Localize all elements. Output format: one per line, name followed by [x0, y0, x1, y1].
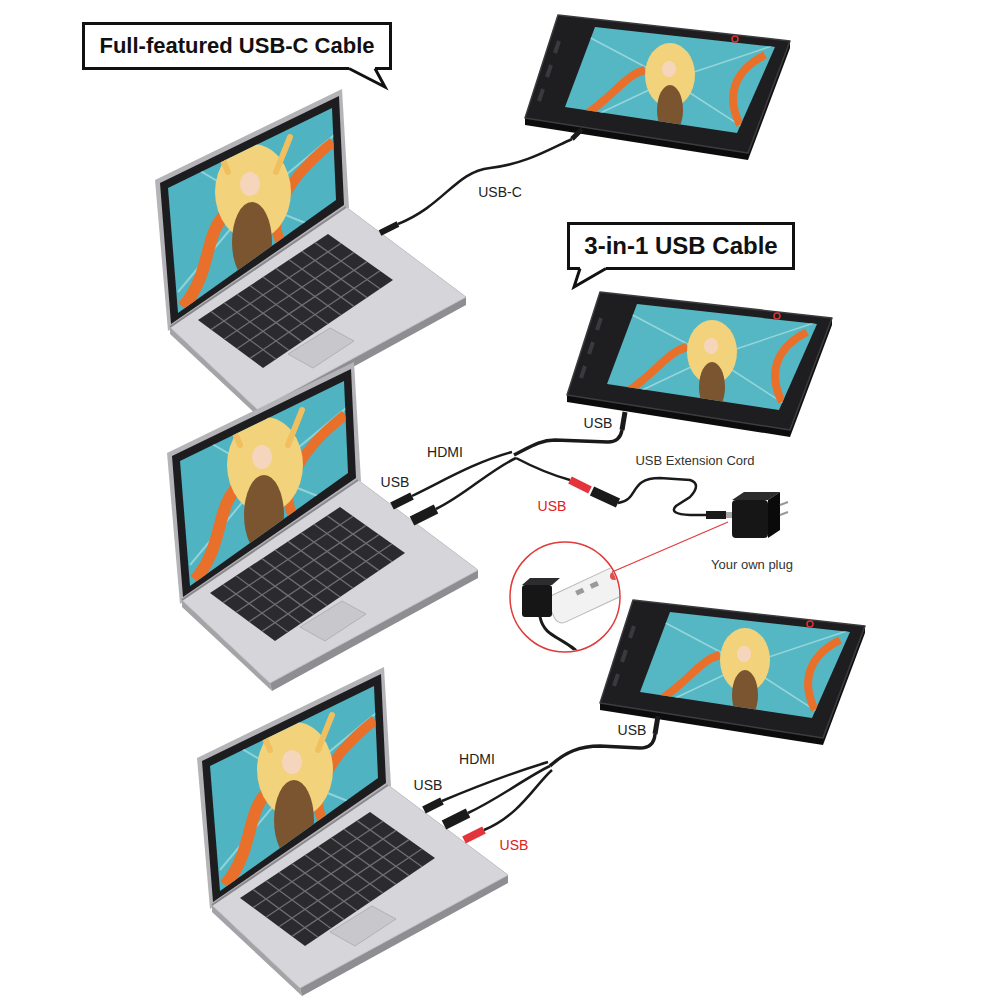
tablet-drawing	[567, 292, 837, 437]
speech-bubble: 3-in-1 USB Cable	[567, 222, 795, 270]
three-in-one-cable	[516, 458, 570, 480]
power-adapter	[768, 492, 780, 538]
inset-detail	[545, 565, 630, 626]
three-in-one-cable	[444, 813, 468, 825]
usb-extension-cord	[618, 478, 706, 515]
three-in-one-cable	[570, 480, 590, 490]
laptop-drawing	[197, 667, 508, 996]
power-adapter	[732, 500, 768, 538]
bubble-title: Full-featured USB-C Cable	[99, 33, 374, 58]
three-in-one-cable	[655, 716, 658, 734]
cable-label: HDMI	[425, 445, 465, 460]
three-in-one-cable	[442, 762, 548, 801]
three-in-one-cable	[550, 734, 655, 766]
usb-c-cable	[398, 139, 572, 224]
three-in-one-cable	[484, 770, 552, 830]
inset-detail	[610, 572, 618, 580]
bubble-tail	[85, 25, 86, 26]
cable-label: USB	[412, 778, 445, 793]
usb-c-cable	[380, 129, 582, 233]
power-adapter	[780, 502, 788, 505]
inset-detail	[540, 617, 585, 660]
cable-label: USB	[582, 416, 615, 431]
laptop-drawing	[155, 89, 508, 996]
three-in-one-cable	[392, 496, 412, 506]
inset-detail	[522, 585, 552, 617]
inset-detail	[522, 578, 560, 585]
usb-c-cable	[380, 224, 398, 233]
three-in-one-cable	[468, 766, 550, 813]
cable-label: USB	[498, 838, 531, 853]
speech-bubble: Full-featured USB-C Cable	[82, 22, 392, 70]
three-in-one-cable	[424, 801, 442, 810]
cable-label: USB	[536, 499, 569, 514]
bubble-title: 3-in-1 USB Cable	[584, 232, 777, 260]
usb-extension-cord	[726, 512, 732, 518]
power-adapter	[732, 492, 788, 538]
cable-label: USB Extension Cord	[633, 454, 756, 468]
cable-label: USB	[616, 723, 649, 738]
three-in-one-cable	[436, 458, 516, 509]
bubble-tail	[570, 225, 571, 226]
three-in-one-cable	[622, 412, 625, 430]
usb-c-cable	[572, 129, 582, 139]
three-in-one-cable	[392, 412, 625, 521]
usb-extension-cord	[706, 511, 726, 519]
three-in-one-cable	[514, 430, 622, 455]
three-in-one-cable	[424, 716, 658, 840]
inset-detail	[510, 522, 728, 660]
bubble-tail	[574, 269, 606, 288]
cable-label: USB	[379, 475, 412, 490]
cable-label: HDMI	[457, 752, 497, 767]
laptop-drawing	[155, 89, 466, 418]
usb-extension-cord	[592, 491, 618, 503]
tablet-drawing	[600, 600, 870, 745]
cable-label: USB-C	[476, 185, 524, 200]
power-adapter	[780, 512, 788, 515]
inset-detail	[522, 565, 631, 660]
bubble-tail	[574, 266, 606, 287]
bubble-tail	[349, 69, 385, 88]
inset-detail	[575, 588, 584, 596]
cable-label: Your own plug	[709, 558, 795, 572]
usb-extension-cord	[592, 478, 732, 515]
bubble-tail	[349, 66, 385, 87]
three-in-one-cable	[464, 830, 484, 840]
laptop-drawing	[167, 362, 478, 691]
tablet-drawing	[525, 15, 795, 160]
three-in-one-cable	[412, 509, 436, 521]
inset-detail	[590, 581, 599, 589]
